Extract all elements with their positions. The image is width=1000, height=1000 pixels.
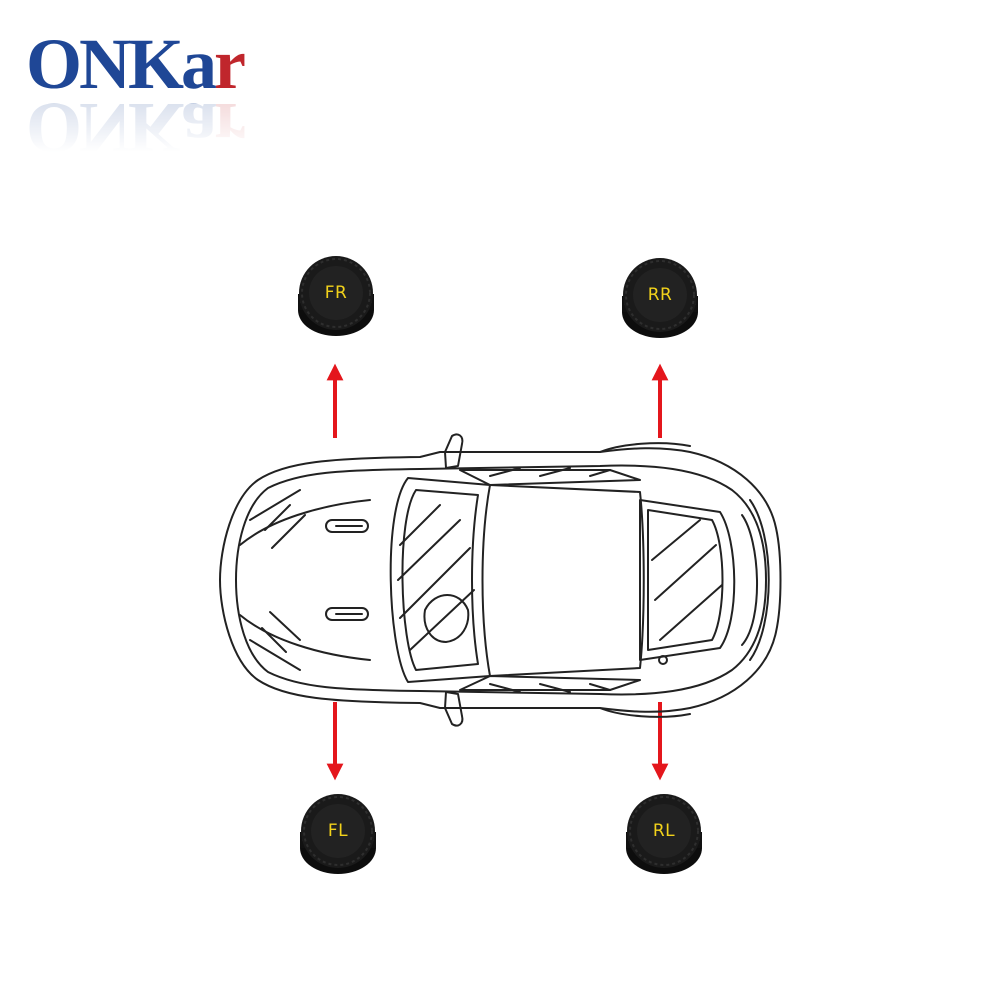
sensor-fr: FR bbox=[294, 256, 378, 340]
sensor-rr: RR bbox=[618, 258, 702, 342]
sensor-fl: FL bbox=[296, 794, 380, 878]
svg-text:ONKar: ONKar bbox=[26, 24, 245, 104]
brand-logo: ONKar ONKar bbox=[24, 22, 324, 152]
tire-sensor-icon bbox=[622, 258, 698, 338]
onkar-logo-icon: ONKar ONKar bbox=[24, 24, 324, 152]
tire-sensor-icon bbox=[298, 256, 374, 336]
car-body bbox=[219, 433, 782, 727]
sensor-rl: RL bbox=[622, 794, 706, 878]
tire-sensor-icon bbox=[300, 794, 376, 874]
tire-sensor-icon bbox=[626, 794, 702, 874]
